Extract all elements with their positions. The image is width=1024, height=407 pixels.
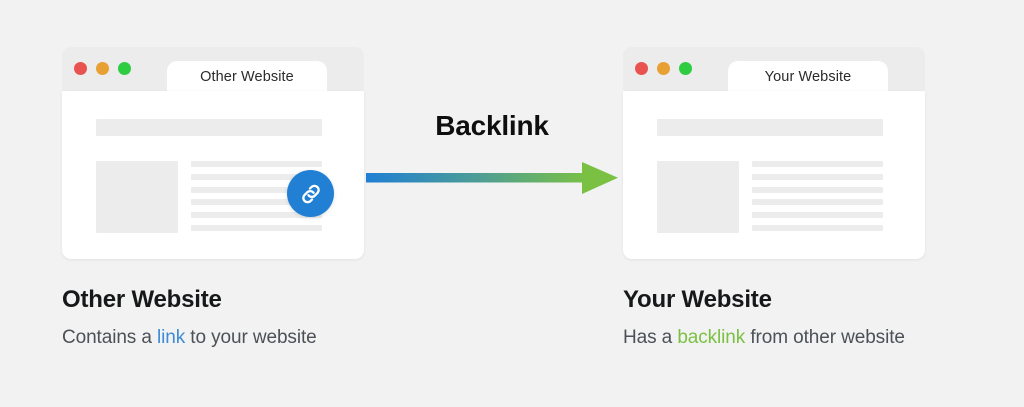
link-badge[interactable] — [287, 170, 334, 217]
browser-tab-other-website[interactable]: Other Website — [155, 61, 339, 93]
maximize-dot-icon[interactable] — [118, 62, 131, 75]
browser-tab-label: Other Website — [200, 69, 294, 85]
skeleton-text-line — [191, 161, 322, 167]
caption-sub-suffix: to your website — [185, 327, 317, 348]
browser-tab-your-website[interactable]: Your Website — [716, 61, 900, 93]
caption-subtitle: Contains a link to your website — [62, 327, 317, 349]
caption-other-website: Other Website Contains a link to your we… — [62, 286, 317, 349]
skeleton-banner — [657, 119, 883, 136]
browser-title-bar: Your Website — [623, 47, 925, 93]
minimize-dot-icon[interactable] — [657, 62, 670, 75]
link-icon — [301, 184, 320, 203]
close-dot-icon[interactable] — [74, 62, 87, 75]
skeleton-text-lines — [191, 161, 322, 231]
skeleton-text-line — [752, 224, 883, 231]
skeleton-text-line — [191, 186, 322, 193]
skeleton-text-line — [191, 212, 322, 219]
browser-viewport — [623, 91, 925, 259]
caption-title: Your Website — [623, 286, 772, 313]
browser-viewport — [62, 91, 364, 259]
skeleton-text-line — [752, 199, 883, 206]
maximize-dot-icon[interactable] — [679, 62, 692, 75]
minimize-dot-icon[interactable] — [96, 62, 109, 75]
caption-sub-highlight[interactable]: link — [157, 327, 186, 348]
caption-title: Other Website — [62, 286, 222, 313]
caption-sub-suffix: from other website — [745, 327, 905, 348]
skeleton-text-lines — [752, 161, 883, 231]
browser-tab-label: Your Website — [764, 69, 852, 85]
backlink-arrow: Backlink — [366, 110, 618, 198]
arrow-graphic — [366, 162, 618, 194]
browser-title-bar: Other Website — [62, 47, 364, 93]
skeleton-text-line — [752, 186, 883, 193]
skeleton-text-line — [191, 224, 322, 231]
browser-window-your-website: Your Website — [623, 47, 925, 259]
caption-sub-prefix: Contains a — [62, 327, 158, 348]
traffic-light-dots — [74, 62, 131, 75]
traffic-light-dots — [635, 62, 692, 75]
skeleton-text-line — [752, 212, 883, 219]
browser-window-other-website: Other Website — [62, 47, 364, 259]
skeleton-image-block — [657, 161, 739, 233]
caption-sub-prefix: Has a — [623, 327, 678, 348]
skeleton-image-block — [96, 161, 178, 233]
skeleton-banner — [96, 119, 322, 136]
skeleton-text-line — [191, 199, 322, 206]
skeleton-text-line — [752, 173, 883, 180]
caption-your-website: Your Website Has a backlink from other w… — [623, 286, 905, 349]
skeleton-text-line — [191, 173, 322, 180]
close-dot-icon[interactable] — [635, 62, 648, 75]
skeleton-text-line — [752, 161, 883, 167]
caption-sub-highlight[interactable]: backlink — [677, 327, 746, 348]
caption-subtitle: Has a backlink from other website — [623, 327, 905, 349]
backlink-arrow-label: Backlink — [435, 110, 549, 141]
